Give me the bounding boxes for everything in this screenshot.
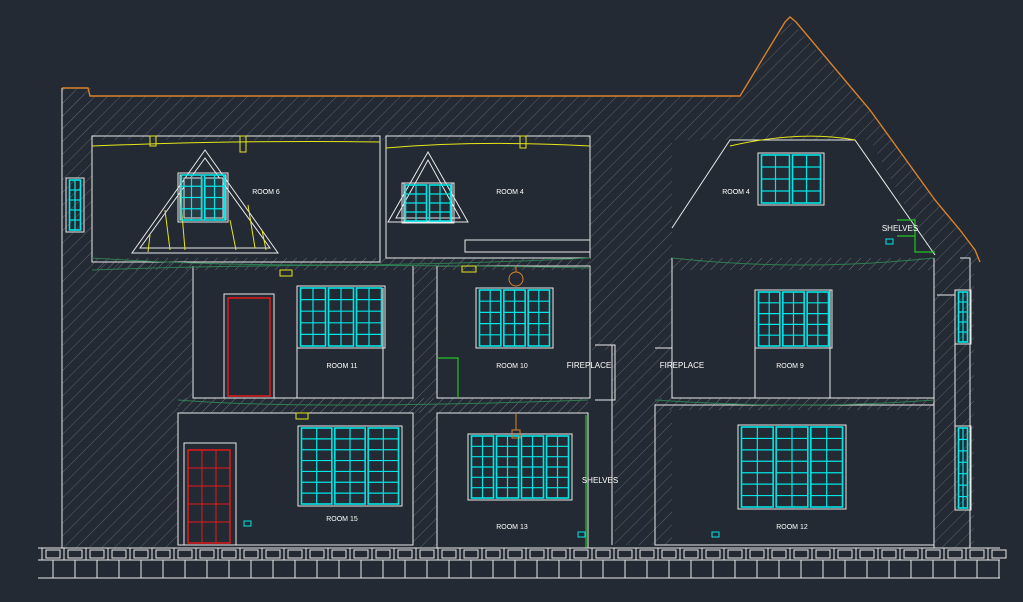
- label-room4-right: ROOM 4: [722, 189, 750, 196]
- side-window-left: [65, 177, 85, 233]
- right-upper-floor-mass: [672, 258, 934, 270]
- room6-window: [177, 172, 229, 223]
- label-room13: ROOM 13: [496, 524, 528, 531]
- small-vents: [243, 238, 894, 538]
- room15-door: [183, 442, 237, 546]
- roof-edge-line: [62, 16, 981, 263]
- room4-left-window: [401, 182, 455, 224]
- room-labels: ROOM 6 ROOM 4 ROOM 4 SHELVES ROOM 11 ROO…: [252, 189, 918, 531]
- label-room9: ROOM 9: [776, 363, 804, 370]
- chimney-mass: [590, 140, 672, 545]
- timber-beams: [91, 135, 856, 420]
- label-shelves-bottom: SHELVES: [582, 476, 618, 485]
- room10-window: [475, 287, 554, 349]
- label-room10: ROOM 10: [496, 363, 528, 370]
- label-room15: ROOM 15: [326, 516, 358, 523]
- label-fireplace-left: FIREPLACE: [567, 361, 611, 370]
- doors: [183, 293, 275, 546]
- room15-window: [297, 425, 403, 507]
- label-room11: ROOM 11: [327, 363, 358, 370]
- foundation: [38, 547, 1000, 579]
- label-shelves-top: SHELVES: [882, 224, 918, 233]
- label-room4-left: ROOM 4: [496, 189, 524, 196]
- room4-right-window: [757, 152, 825, 206]
- label-room12: ROOM 12: [776, 524, 808, 531]
- side-window-right-lower: [954, 425, 972, 511]
- left-wall-mass: [62, 88, 92, 548]
- room11-window: [296, 285, 386, 349]
- roof-mass: [62, 20, 980, 262]
- label-fireplace-right: FIREPLACE: [660, 361, 704, 370]
- party-wall-mass: [413, 262, 437, 548]
- label-room6: ROOM 6: [252, 189, 280, 196]
- side-window-right-upper: [954, 289, 972, 345]
- hatched-walls: [62, 20, 980, 548]
- right-middle-floor-mass: [655, 398, 935, 410]
- windows: [65, 152, 972, 511]
- shelves-marks: [437, 219, 935, 548]
- room11-door: [223, 293, 275, 399]
- room12-window: [737, 424, 847, 510]
- foundation-bricks: [41, 548, 1007, 578]
- pendant-lamp: [508, 266, 524, 439]
- middle-floor-mass: [178, 398, 588, 413]
- left-lower-wall-mass: [92, 262, 192, 402]
- room9-window: [754, 289, 833, 349]
- floor-lines: [91, 257, 935, 406]
- left-ground-wall-mass: [92, 402, 178, 548]
